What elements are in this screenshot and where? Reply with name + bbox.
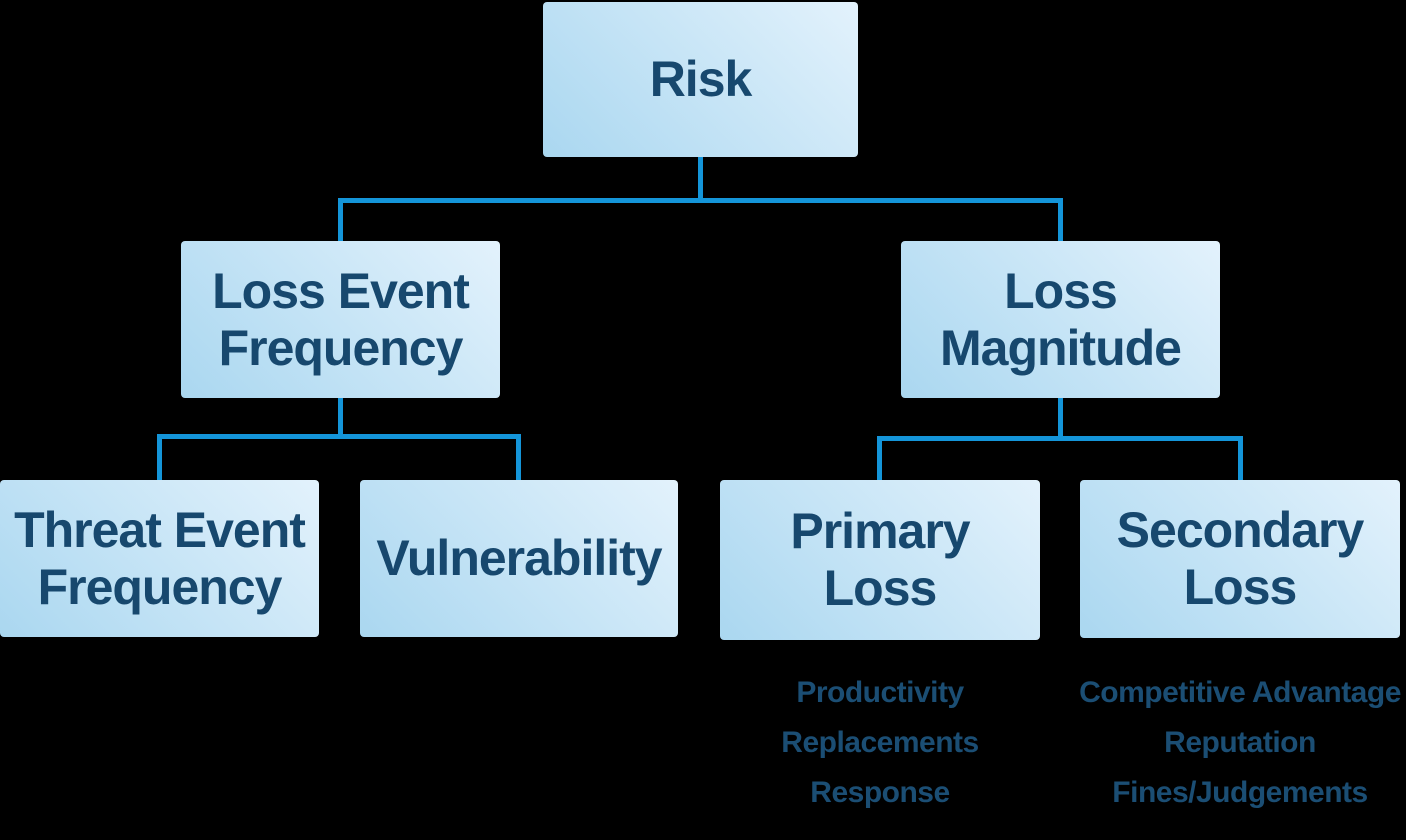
primary-loss-factor-replacements: Replacements <box>781 726 979 759</box>
connector-lm-to-sl <box>1238 436 1243 482</box>
primary-loss-factor-productivity: Productivity <box>796 676 964 709</box>
node-loss-magnitude-label: Loss Magnitude <box>940 262 1182 377</box>
node-primary-loss-line-2: Loss <box>823 560 938 616</box>
node-secondary-loss: Secondary Loss <box>1080 480 1400 638</box>
connector-lef-stem <box>338 398 343 439</box>
secondary-loss-factor-fines-judgements: Fines/Judgements <box>1112 776 1368 809</box>
node-loss-magnitude-line-2: Magnitude <box>940 319 1182 376</box>
node-threat-event-frequency-line-1: Threat Event <box>14 501 306 558</box>
connector-risk-stem <box>698 157 703 201</box>
connector-lm-stem <box>1058 398 1063 441</box>
connector-risk-bar <box>338 198 1063 203</box>
node-primary-loss-label: Primary Loss <box>790 503 970 617</box>
connector-lm-bar <box>877 436 1243 441</box>
node-loss-event-frequency-line-1: Loss Event <box>212 262 470 319</box>
node-threat-event-frequency-line-2: Frequency <box>37 558 283 615</box>
connector-lef-to-vul <box>516 434 521 482</box>
node-primary-loss-line-1: Primary <box>790 503 970 559</box>
node-vulnerability-label: Vulnerability <box>376 530 662 587</box>
node-threat-event-frequency-label: Threat Event Frequency <box>14 501 306 616</box>
connector-risk-to-lm <box>1058 198 1063 243</box>
secondary-loss-factor-reputation: Reputation <box>1164 726 1316 759</box>
node-threat-event-frequency: Threat Event Frequency <box>0 480 319 637</box>
node-loss-event-frequency-line-2: Frequency <box>218 319 464 376</box>
connector-lef-bar <box>157 434 521 439</box>
node-secondary-loss-label: Secondary Loss <box>1116 502 1365 616</box>
node-vulnerability-line-1: Vulnerability <box>376 530 662 586</box>
node-loss-magnitude: Loss Magnitude <box>901 241 1220 398</box>
node-risk-line-1: Risk <box>649 51 753 107</box>
secondary-loss-factor-competitive-advantage: Competitive Advantage <box>1079 676 1401 709</box>
node-loss-event-frequency-label: Loss Event Frequency <box>212 262 470 377</box>
primary-loss-factors-list: Productivity Replacements Response <box>720 668 1040 818</box>
primary-loss-factor-response: Response <box>810 776 950 809</box>
node-loss-magnitude-line-1: Loss <box>1004 262 1118 319</box>
node-loss-event-frequency: Loss Event Frequency <box>181 241 500 398</box>
node-vulnerability: Vulnerability <box>360 480 678 637</box>
connector-lef-to-tef <box>157 434 162 482</box>
node-primary-loss: Primary Loss <box>720 480 1040 640</box>
connector-risk-to-lef <box>338 198 343 243</box>
node-secondary-loss-line-2: Loss <box>1183 559 1298 615</box>
connector-lm-to-pl <box>877 436 882 482</box>
node-secondary-loss-line-1: Secondary <box>1116 502 1365 558</box>
node-risk: Risk <box>543 2 858 157</box>
secondary-loss-factors-list: Competitive Advantage Reputation Fines/J… <box>1063 668 1406 818</box>
node-risk-label: Risk <box>649 51 753 108</box>
